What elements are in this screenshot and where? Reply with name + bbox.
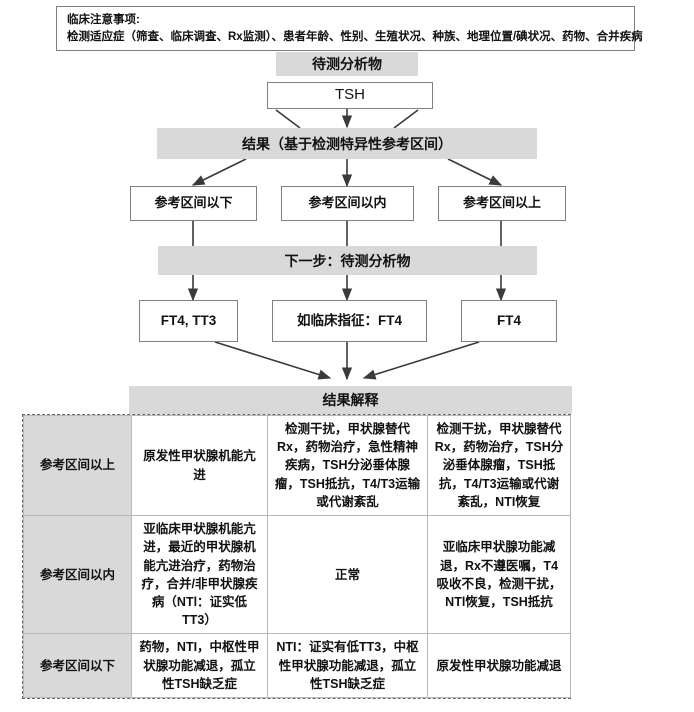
results-header-label: 结果（基于检测特异性参考区间） [242,135,452,152]
clinical-note-title: 临床注意事项: [67,14,140,26]
range-box-above[interactable]: 参考区间以上 [438,186,566,221]
tsh-box[interactable]: TSH [267,82,433,109]
cell-below-1: 药物，NTI，中枢性甲状腺功能减退，孤立性TSH缺乏症 [131,633,268,698]
results-header-bar: 结果（基于检测特异性参考区间） [157,128,537,159]
analyte-header-label: 待测分析物 [312,56,382,72]
range-box-within[interactable]: 参考区间以内 [281,186,414,221]
next-analyte-box-ft4-tt3[interactable]: FT4, TT3 [139,300,238,342]
table-row: 参考区间以下 药物，NTI，中枢性甲状腺功能减退，孤立性TSH缺乏症 NTI：证… [23,633,571,698]
range-box-below-label: 参考区间以下 [154,195,233,211]
interpretation-header-bar: 结果解释 [129,386,572,414]
tsh-box-label: TSH [335,86,365,104]
next-analyte-box-ft4-tt3-label: FT4, TT3 [160,312,217,328]
clinical-note-body: 检测适应症（筛查、临床调查、Rx监测）、患者年龄、性别、生殖状况、种族、地理位置… [67,31,643,44]
next-analyte-box-ft4-label: FT4 [496,312,521,328]
cell-above-2: 检测干扰，甲状腺替代Rx，药物治疗，急性精神疾病，TSH分泌垂体腺瘤，TSH抵抗… [267,414,428,517]
interpretation-table: 参考区间以上 原发性甲状腺机能亢进 检测干扰，甲状腺替代Rx，药物治疗，急性精神… [22,414,571,699]
clinical-considerations-note: 临床注意事项: 检测适应症（筛查、临床调查、Rx监测）、患者年龄、性别、生殖状况… [56,6,643,51]
table-row: 参考区间以内 亚临床甲状腺机能亢进，最近的甲状腺机能亢进治疗，药物治疗，合并/非… [23,515,571,635]
cell-below-2: NTI：证实有低TT3，中枢性甲状腺功能减退，孤立性TSH缺乏症 [267,633,428,698]
next-step-header-label: 下一步：待测分析物 [284,252,411,269]
next-analyte-box-ft4[interactable]: FT4 [461,300,557,342]
next-analyte-box-clinical-ft4[interactable]: 如临床指征：FT4 [272,300,427,342]
cell-within-2: 正常 [267,515,428,635]
table-row: 参考区间以上 原发性甲状腺机能亢进 检测干扰，甲状腺替代Rx，药物治疗，急性精神… [23,414,571,517]
row-label-within: 参考区间以内 [23,515,132,635]
cell-within-3: 亚临床甲状腺功能减退，Rx不遵医嘱，T4吸收不良，检测干扰，NTl恢复，TSH抵… [427,515,571,635]
range-box-above-label: 参考区间以上 [462,195,541,211]
row-label-above: 参考区间以上 [23,414,132,517]
cell-within-1: 亚临床甲状腺机能亢进，最近的甲状腺机能亢进治疗，药物治疗，合并/非甲状腺疾病（N… [131,515,268,635]
row-label-below: 参考区间以下 [23,633,132,698]
next-analyte-box-clinical-ft4-label: 如临床指征：FT4 [296,312,402,328]
analyte-header-bar: 待测分析物 [276,52,418,76]
range-box-below[interactable]: 参考区间以下 [130,186,257,221]
next-step-header-bar: 下一步：待测分析物 [158,246,537,275]
interpretation-header-label: 结果解释 [322,392,379,408]
cell-below-3: 原发性甲状腺功能减退 [427,633,571,698]
cell-above-1: 原发性甲状腺机能亢进 [131,414,268,517]
range-box-within-label: 参考区间以内 [308,195,387,211]
cell-above-3: 检测干扰，甲状腺替代Rx，药物治疗，TSH分泌垂体腺瘤，TSH抵抗，T4/T3运… [427,414,571,517]
